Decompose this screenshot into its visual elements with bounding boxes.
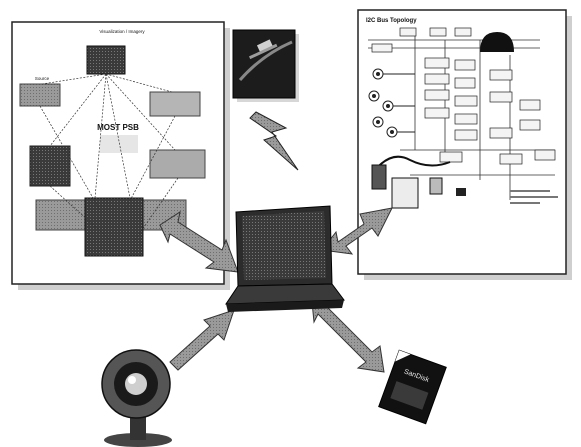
top-node-image — [87, 46, 125, 74]
hub-text-block — [100, 135, 138, 153]
bird-image — [30, 146, 70, 186]
right-bus-topology-diagram: I2C Bus Topology — [358, 10, 572, 280]
hub-label: MOST PSB — [97, 123, 139, 132]
webcam-lens-glint — [128, 376, 136, 384]
memory-card: SanDisk — [379, 350, 447, 423]
landscape-image — [150, 150, 205, 178]
laptop-screen — [242, 211, 326, 280]
laptop — [226, 206, 344, 312]
usb-adapter — [372, 165, 386, 189]
interface-module — [392, 178, 418, 208]
webcam-lens — [125, 373, 147, 395]
satellite-photo — [233, 30, 299, 102]
aerial-image — [85, 198, 143, 256]
left-node-image — [20, 84, 60, 106]
left-node-label: Source — [35, 76, 50, 81]
small-connector — [430, 178, 442, 194]
satellite-frame — [233, 30, 295, 98]
topology-title: I2C Bus Topology — [366, 18, 417, 24]
webcam — [102, 350, 172, 447]
plug-end — [456, 188, 466, 196]
top-node-label: Visualization / Imagery — [99, 29, 145, 34]
camera-arrow — [170, 310, 234, 370]
right-node-image — [150, 92, 200, 116]
wireless-bolt-icon — [250, 112, 298, 170]
